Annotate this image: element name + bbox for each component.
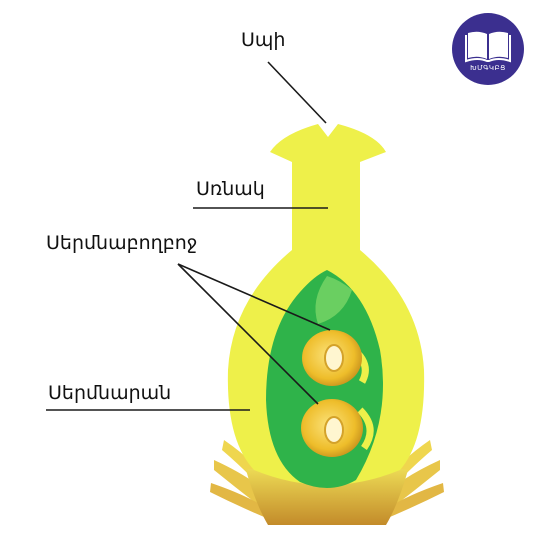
ovule-leader-upper (177, 263, 331, 331)
ovule-lower (301, 399, 374, 457)
stigma-leader (267, 61, 327, 124)
ovule-leader-lower (177, 263, 319, 405)
publisher-logo: ԽՄԳԿԲՑ (452, 13, 524, 85)
ovules-label: Սերմնաբողբոջ (46, 232, 198, 254)
logo-text: ԽՄԳԿԲՑ (470, 64, 506, 72)
ovule-upper (302, 330, 369, 386)
leader-lines (46, 61, 331, 411)
style-label: Սռնակ (196, 178, 265, 200)
open-book-icon (465, 31, 511, 63)
ovary-chamber-highlight (315, 276, 352, 324)
stigma-label: Սպի (241, 29, 286, 51)
ovary-label: Սերմնարան (48, 382, 172, 404)
